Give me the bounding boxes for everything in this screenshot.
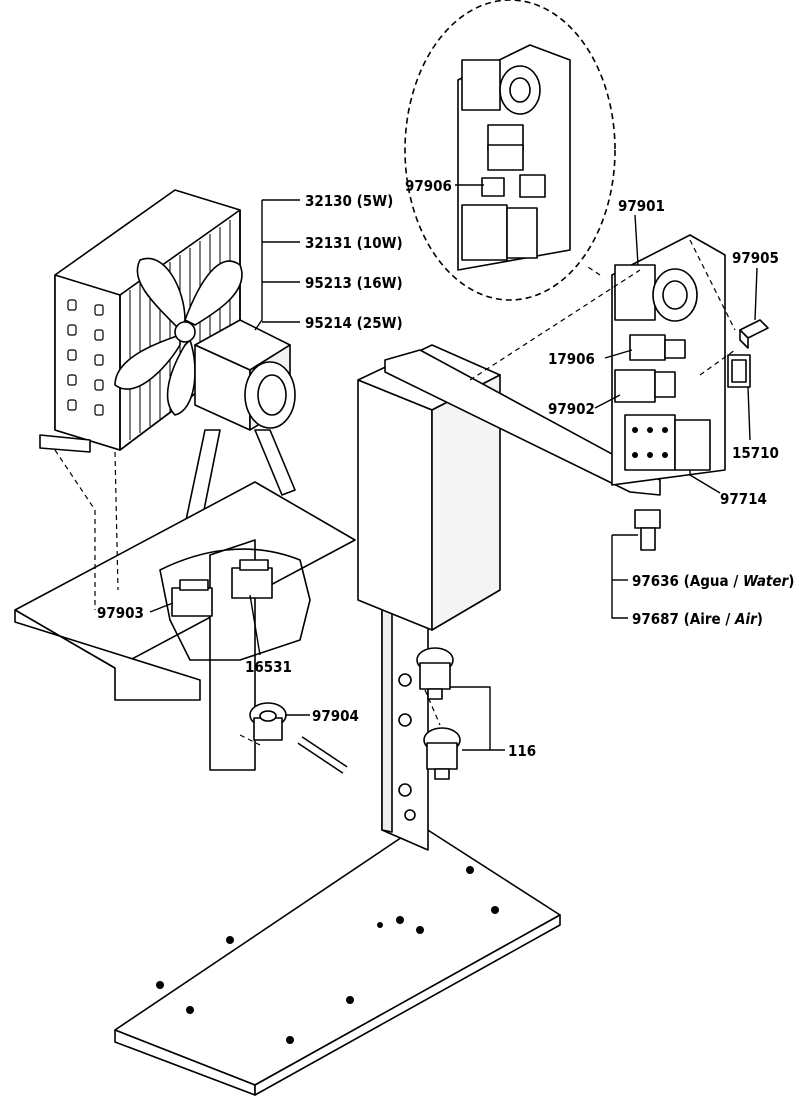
label-97905: 97905 (732, 249, 779, 267)
leader-lines (149, 184, 758, 751)
label-32131: 32131 (10W) (305, 234, 403, 252)
label-16531: 16531 (245, 658, 292, 676)
valves-116 (416, 647, 461, 780)
sensor-97636 (634, 509, 661, 551)
dashed-connectors (54, 239, 736, 746)
label-97904: 97904 (312, 707, 359, 725)
bracket-arm (384, 349, 661, 496)
lower-tray (14, 481, 356, 701)
label-97902: 97902 (548, 400, 595, 418)
base-plate (114, 824, 561, 1096)
detail-inset (404, 0, 616, 301)
label-97906: 97906 (405, 177, 452, 195)
fan-blade (114, 257, 243, 416)
label-97687: 97687 (Aire / Air) (632, 610, 763, 628)
label-95213: 95213 (16W) (305, 274, 403, 292)
relay-17906 (629, 334, 686, 361)
label-116: 116 (508, 742, 536, 760)
part-labels: 32130 (5W) 32131 (10W) 95213 (16W) 95214… (97, 177, 794, 760)
switch-97905 (739, 319, 769, 349)
label-97714: 97714 (720, 490, 767, 508)
hose (297, 736, 348, 774)
contactor-97901 (614, 264, 698, 322)
contactor-97714 (624, 414, 711, 471)
valve-97904 (249, 702, 287, 741)
label-97636: 97636 (Agua / Water) (632, 572, 794, 590)
label-97901: 97901 (618, 197, 665, 215)
label-17906: 17906 (548, 350, 595, 368)
fan-motor (194, 319, 296, 431)
motor-stand (184, 429, 296, 531)
relay-97903 (171, 579, 213, 617)
label-32130: 32130 (5W) (305, 192, 393, 210)
relay-16531 (231, 559, 273, 599)
electrical-box (357, 344, 501, 631)
switch-15710 (727, 354, 751, 388)
relay-97902 (614, 369, 676, 403)
label-95214: 95214 (25W) (305, 314, 403, 332)
label-97903: 97903 (97, 604, 144, 622)
label-15710: 15710 (732, 444, 779, 462)
vertical-post (381, 589, 429, 851)
condenser-coil (39, 189, 241, 453)
